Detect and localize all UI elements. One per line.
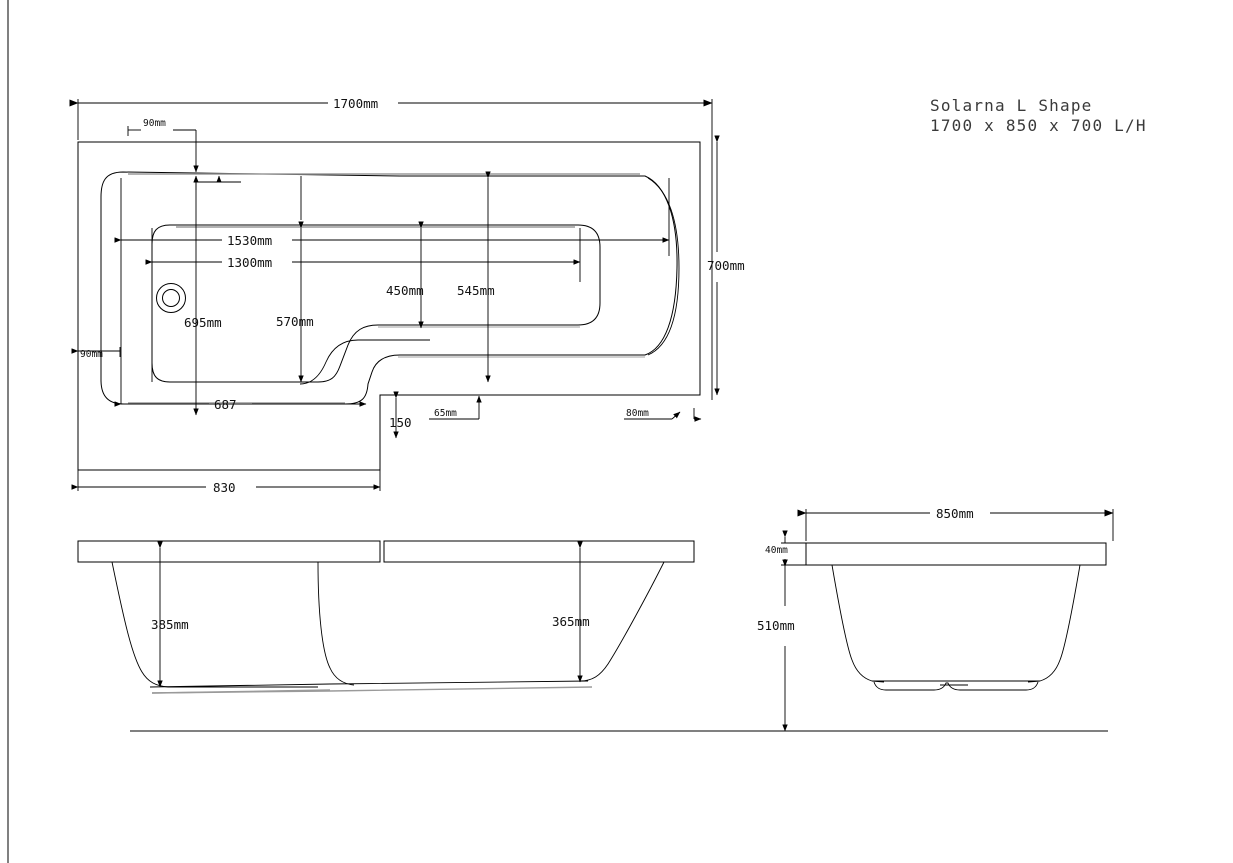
dim-label-base-length: 687 xyxy=(214,397,237,412)
dim-rim-offset-left: 90mm xyxy=(71,347,121,360)
dim-label-rim-edge-right: 80mm xyxy=(626,408,649,419)
waste-hole-icon xyxy=(156,283,186,313)
title-line-2: 1700 x 850 x 700 L/H xyxy=(930,116,1147,135)
dim-label-overall-height: 510mm xyxy=(757,618,795,633)
dim-overall-length: 1700mm xyxy=(69,96,713,400)
title-line-1: Solarna L Shape xyxy=(930,96,1093,115)
dim-skirt-step: 150 xyxy=(389,391,412,439)
elev-floor-mid xyxy=(149,680,589,688)
section-left-wall xyxy=(831,564,885,683)
dim-rim-offset-top: 90mm xyxy=(127,118,199,173)
dim-rim-thickness: 40mm xyxy=(765,530,806,567)
dim-depth-wide-end: 385mm xyxy=(151,541,189,688)
plan-bath-body-outline xyxy=(100,171,678,405)
dim-section-width: 850mm xyxy=(797,506,1114,541)
end-section-view: 850mm 40mm 510mm xyxy=(130,506,1114,732)
section-rim xyxy=(805,542,1107,566)
dim-step-width: 450mm xyxy=(386,221,424,329)
dim-narrow-end-width: 545mm xyxy=(457,171,495,383)
dim-label-overall-width: 700mm xyxy=(707,258,745,273)
dim-overall-height: 510mm xyxy=(757,559,795,732)
dim-label-inner-length-upper: 1530mm xyxy=(227,233,272,248)
dim-inner-length-lower: 1300mm xyxy=(145,228,581,382)
elev-rim-right xyxy=(383,540,695,563)
dim-rim-edge-right: 80mm xyxy=(624,408,702,422)
dim-label-rim-thickness: 40mm xyxy=(765,545,788,556)
dim-label-step-width: 450mm xyxy=(386,283,424,298)
elev-rim-left xyxy=(77,540,381,563)
dim-waste-offset: 695mm xyxy=(184,182,222,416)
dim-label-overall-length: 1700mm xyxy=(333,96,378,111)
side-elevation-view: 385mm 365mm xyxy=(77,540,695,694)
elev-right-wall xyxy=(579,561,665,682)
elev-step-wall xyxy=(317,561,355,686)
dim-wide-end-length: 830 xyxy=(71,451,381,495)
dim-rim-edge-lower: 65mm xyxy=(429,395,482,420)
elev-floor-gray xyxy=(151,686,593,694)
dim-label-shoulder-depth: 570mm xyxy=(276,314,314,329)
section-right-wall xyxy=(1027,564,1081,683)
dim-depth-narrow-end: 365mm xyxy=(552,541,590,683)
plan-inner-basin xyxy=(151,224,601,383)
title-block: Solarna L Shape 1700 x 850 x 700 L/H xyxy=(930,96,1147,135)
elev-left-wall xyxy=(111,561,318,688)
plan-view: 1700mm 90mm 1530mm xyxy=(69,96,745,495)
dim-label-rim-edge-lower: 65mm xyxy=(434,408,457,419)
dim-label-rim-offset-top: 90mm xyxy=(143,118,166,129)
dim-shoulder-depth: 570mm xyxy=(276,176,314,383)
dim-label-rim-offset-left: 90mm xyxy=(80,349,103,360)
dim-label-inner-length-lower: 1300mm xyxy=(227,255,272,270)
dim-label-depth-narrow-end: 365mm xyxy=(552,614,590,629)
section-feet xyxy=(873,681,1039,691)
plan-rim-tick-marks xyxy=(193,175,241,190)
dim-label-skirt-step: 150 xyxy=(389,415,412,430)
plan-shoulder-curve xyxy=(299,339,430,385)
dim-base-length: 687 xyxy=(114,397,367,412)
plan-right-end-curve xyxy=(647,177,680,356)
dim-label-wide-end-length: 830 xyxy=(213,480,236,495)
dim-inner-length-upper: 1530mm xyxy=(114,178,670,404)
dim-label-depth-wide-end: 385mm xyxy=(151,617,189,632)
dim-label-waste-offset: 695mm xyxy=(184,315,222,330)
dim-label-narrow-end-width: 545mm xyxy=(457,283,495,298)
dim-label-section-width: 850mm xyxy=(936,506,974,521)
dim-overall-width: 700mm xyxy=(707,135,745,396)
